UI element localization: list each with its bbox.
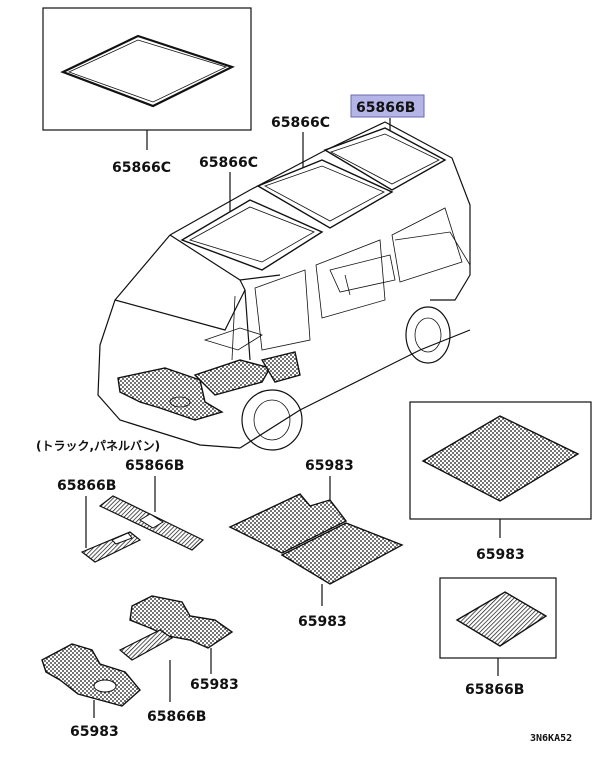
truck-strip-lower (80, 531, 142, 563)
label-roof-front: 65866C (199, 155, 258, 171)
label-truck-left: 65866B (57, 478, 116, 494)
label-floor-bottom: 65983 (298, 614, 347, 630)
label-roof-mid: 65866C (271, 115, 330, 131)
small-panel-box (439, 577, 557, 676)
truck-strip-upper (98, 495, 205, 551)
center-floor-mats (228, 493, 404, 585)
label-truck-upper: 65866B (125, 458, 184, 474)
lower-strip (118, 629, 174, 661)
lower-mat-left (41, 643, 141, 707)
note-truck-panelvan: (トラック,パネルバン) (36, 439, 160, 453)
label-floor-box: 65983 (476, 547, 525, 563)
roof-panel-box (42, 7, 252, 150)
diagram-code: 3N6KA52 (530, 733, 572, 744)
label-small-box: 65866B (465, 682, 524, 698)
floor-mat-box (409, 401, 592, 538)
highlight-box (350, 94, 425, 118)
van-illustration (97, 121, 471, 451)
label-roof-rear: 65866B (356, 100, 415, 116)
lower-mat-right (129, 595, 234, 649)
label-lower-strip: 65866B (147, 709, 206, 725)
label-roof-box: 65866C (112, 160, 171, 176)
label-lower-mat-left: 65983 (70, 724, 119, 740)
label-floor-top: 65983 (305, 458, 354, 474)
label-lower-mat-right: 65983 (190, 677, 239, 693)
